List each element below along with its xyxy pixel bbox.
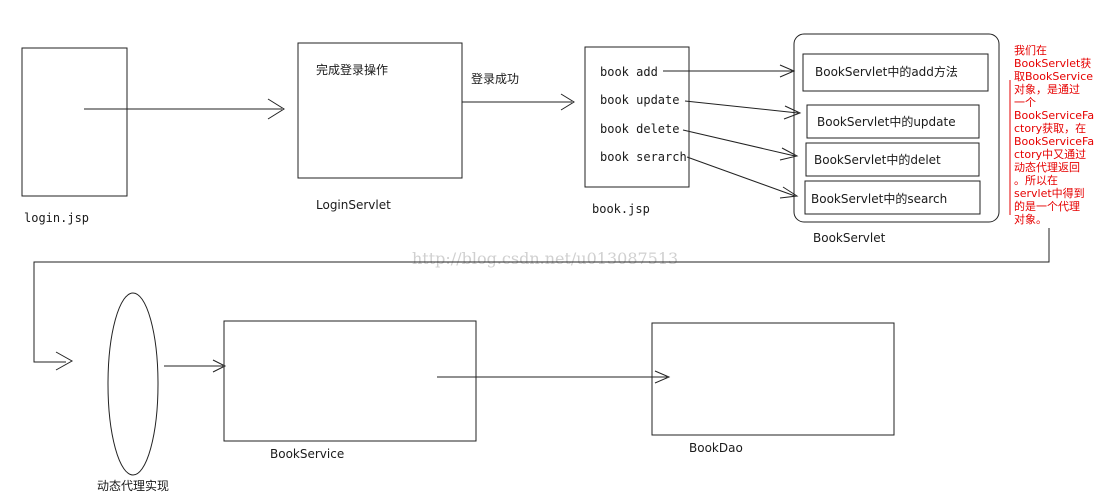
book-jsp-item: book serarch	[600, 150, 687, 164]
arrow-delete-head	[779, 147, 799, 161]
servlet-method-box	[804, 180, 981, 215]
dynamic-proxy-ellipse	[107, 292, 159, 476]
login-jsp-label: login.jsp	[24, 211, 89, 225]
svg-text:ctory获取，在: ctory获取，在	[1014, 122, 1086, 135]
login-servlet-inner-label: 完成登录操作	[316, 62, 388, 77]
svg-text:对象。: 对象。	[1014, 212, 1047, 226]
login-success-label: 登录成功	[471, 71, 519, 86]
dynamic-proxy-label: 动态代理实现	[97, 478, 169, 493]
arrow-update	[684, 100, 799, 114]
book-service-box	[223, 320, 477, 442]
servlet-method-label: BookServlet中的update	[817, 114, 956, 129]
arrow-search-head	[779, 186, 799, 199]
arrow-proxy-to-service-head	[212, 359, 227, 373]
arrow-search	[686, 156, 796, 197]
login-jsp-box	[21, 47, 128, 197]
svg-text:我们在: 我们在	[1014, 43, 1047, 57]
svg-text:的是一个代理: 的是一个代理	[1014, 199, 1080, 213]
book-jsp-box	[584, 46, 690, 188]
servlet-method-box	[802, 53, 989, 92]
annotation-note: 我们在 BookServlet获 取BookService 对象，是通过 一个 …	[1014, 43, 1094, 226]
svg-text:一个: 一个	[1014, 96, 1036, 109]
arrow-login-to-servlet-head	[267, 98, 285, 120]
book-servlet-container	[793, 33, 1000, 223]
servlet-method-box	[805, 142, 980, 177]
servlet-method-box	[806, 104, 980, 139]
svg-text:取BookService: 取BookService	[1014, 70, 1093, 83]
svg-text:动态代理返回: 动态代理返回	[1014, 161, 1080, 174]
book-dao-box	[651, 322, 895, 436]
book-jsp-label: book.jsp	[592, 202, 650, 216]
book-dao-label: BookDao	[689, 441, 743, 455]
arrow-servlet-to-book-head	[560, 93, 575, 111]
login-servlet-label: LoginServlet	[316, 198, 391, 212]
login-servlet-box	[297, 42, 463, 179]
arrow-service-to-dao-head	[654, 370, 671, 384]
book-jsp-item: book add	[600, 65, 658, 79]
arrow-delete	[682, 129, 796, 157]
svg-text:servlet中得到: servlet中得到	[1014, 187, 1085, 200]
svg-text:BookServiceFa: BookServiceFa	[1014, 135, 1094, 148]
book-service-label: BookService	[270, 447, 344, 461]
return-path-head	[55, 351, 74, 371]
return-path-line	[33, 228, 1050, 363]
watermark: http://blog.csdn.net/u013087513	[412, 249, 678, 268]
svg-text:BookServlet获: BookServlet获	[1014, 57, 1091, 70]
svg-text:BookServiceFa: BookServiceFa	[1014, 109, 1094, 122]
servlet-method-label: BookServlet中的search	[811, 191, 947, 206]
book-jsp-item: book delete	[600, 122, 679, 136]
servlet-method-label: BookServlet中的add方法	[815, 64, 958, 79]
svg-text:ctory中又通过: ctory中又通过	[1014, 148, 1086, 161]
book-jsp-item: book update	[600, 93, 679, 107]
svg-text:。所以在: 。所以在	[1014, 174, 1058, 187]
book-servlet-label: BookServlet	[813, 231, 886, 245]
arrow-update-head	[783, 105, 802, 120]
servlet-method-label: BookServlet中的delet	[814, 152, 941, 167]
svg-text:对象，是通过: 对象，是通过	[1014, 82, 1080, 96]
